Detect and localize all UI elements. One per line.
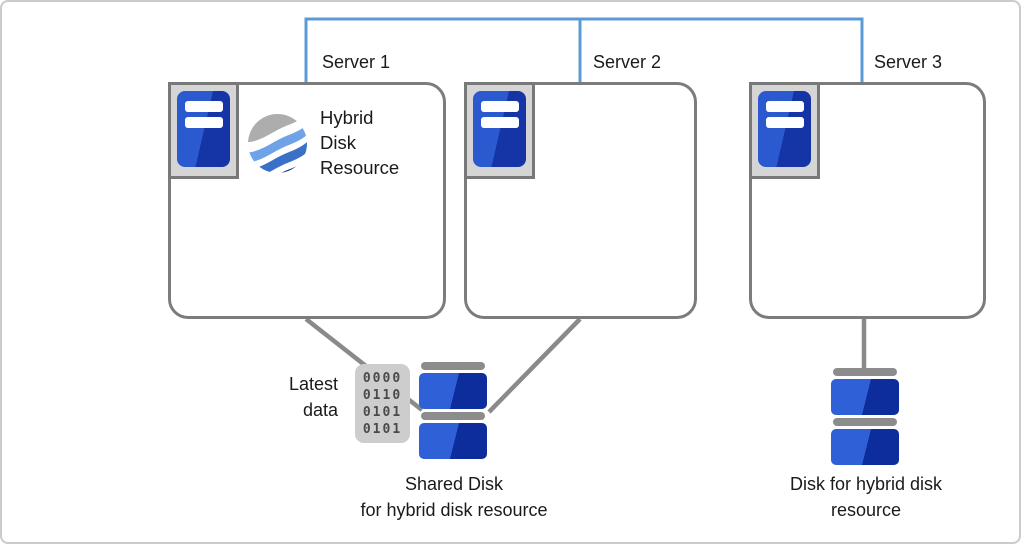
server-icon-slot [766,117,804,128]
shared-disk-icon [419,362,487,459]
server2-box [464,82,697,319]
disk-platter-cap [833,418,897,426]
server1-label: Server 1 [322,52,391,72]
server-icon [749,82,820,179]
binary-row: 0110 [362,388,403,403]
shared-disk-caption: Shared Disk for hybrid disk resource [360,474,548,520]
server-icon-body [177,91,230,167]
server-icon [168,82,239,179]
binary-row: 0101 [362,405,403,420]
hybrid-disk-resource-label: Hybrid Disk Resource [320,107,400,178]
server-icon-slot [481,101,519,112]
server-icon-slot [766,101,804,112]
binary-row: 0000 [362,371,403,386]
hybrid-disk-caption: Disk for hybrid disk resource [789,474,943,520]
disk-platter [831,379,899,415]
server2-label: Server 2 [593,52,662,72]
binary-data-icon: 0000 0110 0101 0101 [355,364,410,443]
server-icon-slot [185,101,223,112]
disk-platter [831,429,899,465]
disk-platter-cap [833,368,897,376]
hybrid-disk-icon [831,368,899,465]
latest-data-label: Latest data [288,374,338,420]
connector-server2-shared-disk [487,317,582,414]
disk-platter [419,423,487,459]
server-icon-slot [481,117,519,128]
disk-platter [419,373,487,409]
interconnect-line [304,17,864,82]
disk-platter-cap [421,362,485,370]
server-icon-body [473,91,526,167]
server3-label: Server 3 [874,52,943,72]
disk-platter-cap [421,412,485,420]
server-icon-body [758,91,811,167]
hybrid-disk-resource-icon [248,114,307,173]
server-icon [464,82,535,179]
server-icon-slot [185,117,223,128]
binary-row: 0101 [362,422,403,437]
